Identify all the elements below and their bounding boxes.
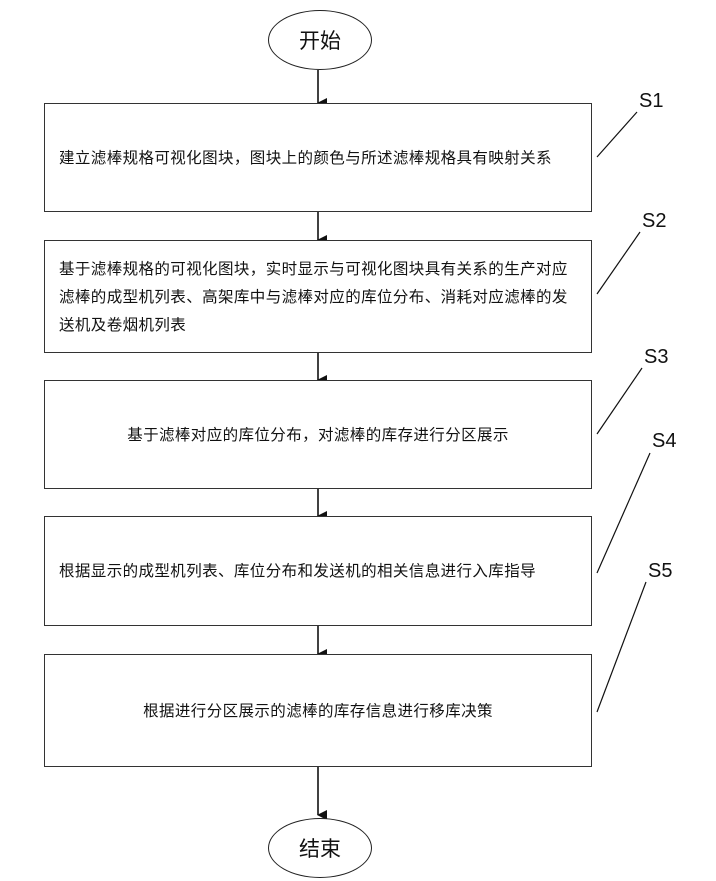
step-text-s1: 建立滤棒规格可视化图块，图块上的颜色与所述滤棒规格具有映射关系 [59, 144, 552, 172]
leader-line-s2 [597, 232, 640, 294]
step-label-s1: S1 [639, 90, 663, 113]
step-text-s2: 基于滤棒规格的可视化图块，实时显示与可视化图块具有关系的生产对应滤棒的成型机列表… [59, 255, 577, 339]
step-box-s1: 建立滤棒规格可视化图块，图块上的颜色与所述滤棒规格具有映射关系 [44, 103, 592, 212]
step-box-s4: 根据显示的成型机列表、库位分布和发送机的相关信息进行入库指导 [44, 516, 592, 626]
leader-line-s3 [597, 368, 642, 434]
step-box-s3: 基于滤棒对应的库位分布，对滤棒的库存进行分区展示 [44, 380, 592, 489]
start-label: 开始 [299, 25, 341, 55]
start-terminal: 开始 [268, 10, 372, 70]
end-terminal: 结束 [268, 818, 372, 878]
end-label: 结束 [299, 833, 341, 863]
step-label-s5: S5 [648, 560, 672, 583]
leader-line-s4 [597, 453, 650, 573]
step-box-s5: 根据进行分区展示的滤棒的库存信息进行移库决策 [44, 654, 592, 767]
step-label-s2: S2 [642, 210, 666, 233]
leader-line-s5 [597, 582, 646, 712]
step-text-s5: 根据进行分区展示的滤棒的库存信息进行移库决策 [143, 697, 493, 725]
leader-line-s1 [597, 112, 637, 157]
step-text-s4: 根据显示的成型机列表、库位分布和发送机的相关信息进行入库指导 [59, 557, 536, 585]
step-box-s2: 基于滤棒规格的可视化图块，实时显示与可视化图块具有关系的生产对应滤棒的成型机列表… [44, 240, 592, 353]
step-text-s3: 基于滤棒对应的库位分布，对滤棒的库存进行分区展示 [127, 421, 509, 449]
step-label-s4: S4 [652, 430, 676, 453]
step-label-s3: S3 [644, 346, 668, 369]
